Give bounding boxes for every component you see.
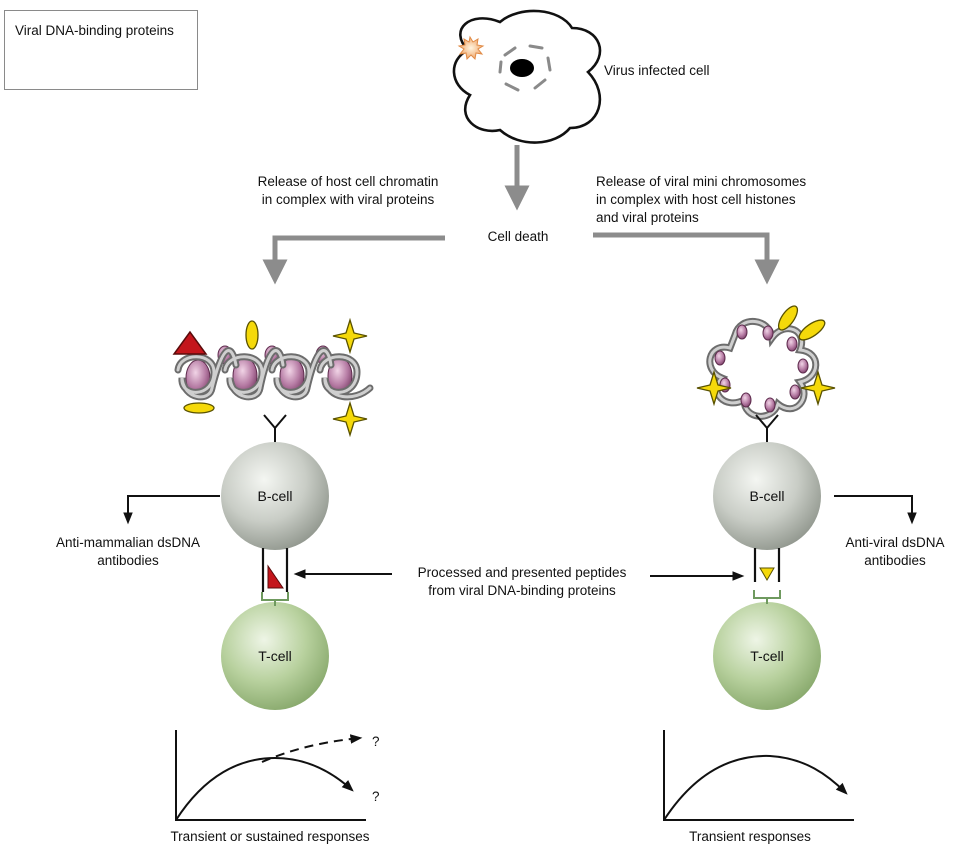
yellow-oval-protein-icon xyxy=(183,402,215,414)
transient-response-curve xyxy=(663,754,848,821)
yellow-oval-protein-icon xyxy=(798,319,826,341)
left-response-label: Transient or sustained responses xyxy=(170,829,370,844)
left-release-label: Release of host cell chromatin in comple… xyxy=(257,174,439,207)
arrow-to-anti-viral xyxy=(834,495,917,525)
virus-particle-icon xyxy=(457,35,485,61)
nucleus-icon xyxy=(510,59,534,77)
right-t-cell xyxy=(713,602,821,710)
arrow-to-anti-mammalian xyxy=(123,495,220,525)
left-b-cell xyxy=(221,442,329,550)
yellow-oval-protein-icon xyxy=(245,320,259,350)
legend-title: Viral DNA-binding proteins xyxy=(15,23,174,38)
transient-question-mark: ? xyxy=(372,789,380,804)
anti-mammalian-label: Anti-mammalian dsDNA antibodies xyxy=(55,535,201,568)
yellow-star-protein-icon xyxy=(800,369,836,407)
right-response-label: Transient responses xyxy=(689,829,811,844)
right-mhc-synapse xyxy=(753,548,781,604)
red-triangle-protein-icon xyxy=(172,330,208,355)
yellow-star-protein-icon xyxy=(696,369,732,407)
right-release-label: Release of viral mini chromosomes in com… xyxy=(596,174,807,225)
left-t-cell xyxy=(221,602,329,710)
legend-box: Viral DNA-binding proteins xyxy=(4,10,198,90)
red-peptide-icon xyxy=(267,564,284,589)
right-response-graph xyxy=(663,730,854,821)
yellow-oval-protein-icon xyxy=(777,305,799,331)
cell-death-label: Cell death xyxy=(487,229,549,244)
sustained-question-mark: ? xyxy=(372,734,380,749)
anti-viral-label: Anti-viral dsDNA antibodies xyxy=(845,535,945,568)
left-response-graph xyxy=(175,730,366,821)
viral-minichromosome-complex xyxy=(696,305,836,420)
black-arrows xyxy=(123,495,917,581)
sustained-response-curve xyxy=(261,734,363,763)
yellow-star-protein-icon xyxy=(332,400,368,438)
virus-infected-cell xyxy=(452,9,602,144)
right-t-cell-label: T-cell xyxy=(750,648,784,664)
yellow-peptide-icon xyxy=(759,567,775,581)
arrow-to-host-chromatin xyxy=(262,235,445,285)
left-graph-axes xyxy=(175,730,366,821)
flow-arrows xyxy=(262,145,780,285)
nuclear-membrane-icon xyxy=(498,44,552,92)
host-chromatin-complex xyxy=(172,317,374,438)
right-b-cell xyxy=(713,442,821,550)
left-b-cell-label: B-cell xyxy=(257,488,293,504)
left-t-cell-label: T-cell xyxy=(258,648,292,664)
yellow-star-protein-icon xyxy=(332,317,368,355)
cells xyxy=(221,442,821,710)
left-mhc-synapse xyxy=(261,548,289,606)
arrow-to-viral-minichromosome xyxy=(593,232,780,285)
infected-cell-label: Virus infected cell xyxy=(604,63,710,78)
peptides-label: Processed and presented peptides from vi… xyxy=(417,565,627,598)
transient-response-curve xyxy=(175,756,354,821)
right-b-cell-label: B-cell xyxy=(749,488,785,504)
